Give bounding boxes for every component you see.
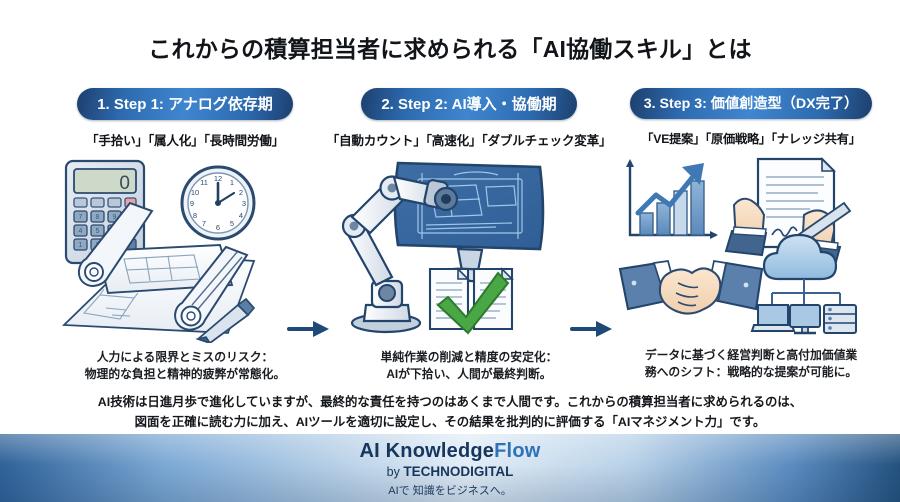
arrow-step2-to-step3 [570, 318, 614, 340]
svg-text:5: 5 [230, 219, 234, 228]
svg-text:8: 8 [96, 214, 100, 221]
step-column-3: 3. Step 3: 価値創造型（DX完了） 「VE提案」「原価戦略」「ナレッジ… [608, 88, 894, 381]
summary-paragraph: AI技術は日進月歩で進化していますが、最終的な責任を持つのはあくまで人間です。こ… [97, 395, 803, 430]
step-2-caption: 単純作業の削減と精度の安定化： AIが下拾い、人間が最終判断。 [380, 350, 558, 382]
ai-automation-illustration [326, 153, 612, 343]
step-2-pill[interactable]: 2. Step 2: AI導入・協働期 [361, 88, 577, 120]
svg-text:5: 5 [96, 228, 100, 235]
svg-text:4: 4 [79, 228, 83, 235]
step-column-1: 1. Step 1: アナログ依存期 「手拾い」「属人化」「長時間労働」 [42, 88, 328, 383]
step-2-keywords: 「自動カウント」「高速化」「ダブルチェック変革」 [326, 134, 612, 148]
svg-text:9: 9 [190, 199, 194, 208]
brand-tagline: AIで 知識をビジネスへ。 [388, 485, 512, 497]
byline-company: TECHNODIGITAL [403, 464, 514, 479]
cloud-network-icon [750, 233, 857, 335]
step-column-2: 2. Step 2: AI導入・協働期 「自動カウント」「高速化」「ダブルチェッ… [326, 88, 612, 383]
curved-monitor-icon [393, 161, 545, 283]
step-3-keywords: 「VE提案」「原価戦略」「ナレッジ共有」 [641, 132, 861, 146]
svg-text:1: 1 [230, 178, 234, 187]
footer-branding: AI KnowledgeFlow by TECHNODIGITAL AIで 知識… [0, 434, 900, 502]
brand-byline: by TECHNODIGITAL [0, 464, 900, 479]
laptop-node [750, 304, 796, 332]
svg-text:2: 2 [239, 188, 243, 197]
svg-text:7: 7 [79, 214, 83, 221]
pen-icon [195, 297, 256, 343]
desktop-node [789, 304, 821, 335]
handshake-icon [618, 260, 764, 315]
steps-container: 1. Step 1: アナログ依存期 「手拾い」「属人化」「長時間労働」 [0, 88, 900, 388]
analog-tools-illustration: 0 [42, 153, 328, 343]
svg-text:10: 10 [191, 188, 199, 197]
value-creation-illustration [608, 151, 894, 341]
svg-text:9: 9 [113, 214, 117, 221]
byline-lead: by [386, 465, 404, 479]
brand-name: AI KnowledgeFlow [0, 440, 900, 463]
step-3-caption: データに基づく経営判断と高付加価値業 務へのシフト：戦略的な提案が可能に。 [644, 348, 858, 380]
svg-text:6: 6 [216, 223, 220, 232]
brand-name-part2: Flow [494, 440, 541, 462]
svg-text:1: 1 [79, 242, 83, 249]
step-1-caption: 人力による限界とミスのリスク： 物理的な負担と精神的疲弊が常態化。 [84, 350, 286, 382]
svg-text:3: 3 [242, 199, 246, 208]
document-check-icon [428, 267, 514, 335]
page-title: これからの積算担当者に求められる「AI協働スキル」とは [148, 36, 752, 62]
step-1-pill[interactable]: 1. Step 1: アナログ依存期 [77, 88, 293, 120]
step-3-pill[interactable]: 3. Step 3: 価値創造型（DX完了） [629, 88, 873, 119]
svg-text:7: 7 [202, 219, 206, 228]
svg-text:8: 8 [193, 211, 197, 220]
brand-name-part1: AI Knowledge [359, 440, 495, 462]
svg-text:11: 11 [200, 178, 208, 187]
svg-text:12: 12 [214, 174, 222, 183]
arrow-step1-to-step2 [287, 318, 331, 340]
rolled-blueprints-icon [61, 201, 256, 334]
growth-chart-icon [626, 159, 718, 239]
step-1-keywords: 「手拾い」「属人化」「長時間労働」 [85, 134, 285, 148]
robot-arm-icon [341, 175, 459, 334]
svg-text:4: 4 [239, 211, 243, 220]
svg-text:0: 0 [119, 173, 130, 194]
server-node [823, 304, 857, 334]
